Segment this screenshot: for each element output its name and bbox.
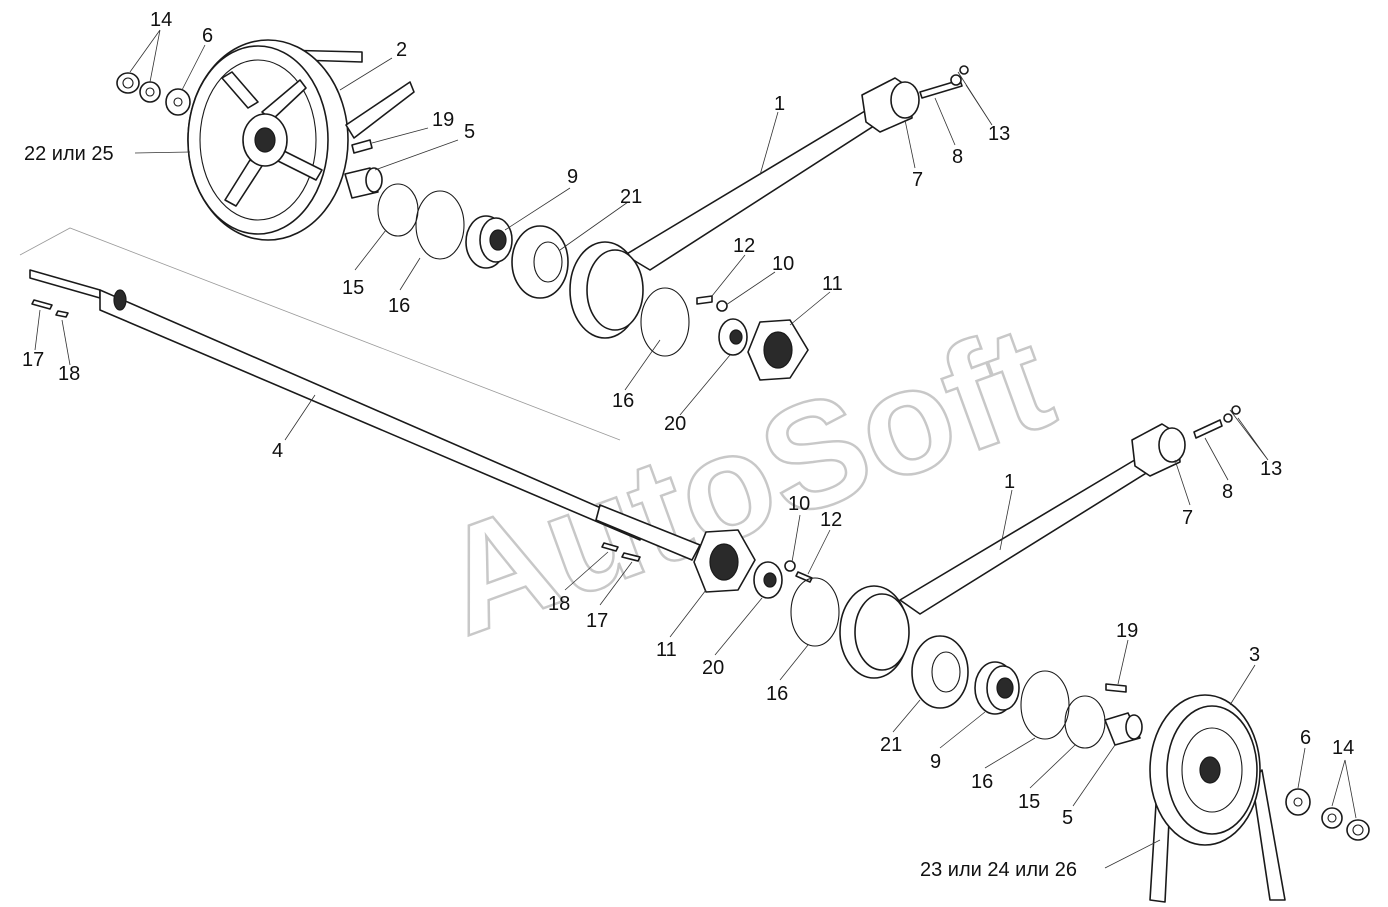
bearing-small-bottom	[753, 560, 813, 599]
bolt-top	[696, 295, 728, 312]
leader-lines	[34, 29, 1357, 869]
snap-ring-bottom-1	[790, 577, 840, 647]
seal-top	[511, 225, 569, 299]
label-5-bottom: 5	[1062, 807, 1073, 829]
label-23-or-24-or-26: 23 или 24 или 26	[920, 859, 1077, 881]
label-14-top: 14	[150, 9, 172, 31]
label-19-bottom: 19	[1116, 620, 1138, 642]
flange-bottom	[693, 529, 756, 593]
seal-bottom	[911, 635, 969, 709]
label-16-bottom-1: 16	[766, 683, 788, 705]
label-1-top: 1	[774, 93, 785, 115]
pulley-bottom	[1149, 694, 1286, 903]
label-16-mid: 16	[612, 390, 634, 412]
key-bottom	[1105, 683, 1127, 693]
label-6-top: 6	[202, 25, 213, 47]
label-16-top: 16	[388, 295, 410, 317]
keys-left	[31, 299, 69, 318]
shaft	[19, 227, 701, 561]
label-18-right: 18	[548, 593, 570, 615]
label-1-bottom: 1	[1004, 471, 1015, 493]
label-13-top: 13	[988, 123, 1010, 145]
label-7-bottom: 7	[1182, 507, 1193, 529]
arm-bottom	[839, 405, 1241, 679]
flange-top	[747, 319, 809, 381]
label-15-bottom: 15	[1018, 791, 1040, 813]
snap-ring-mid	[640, 287, 690, 357]
bushing-bottom	[1104, 712, 1143, 746]
label-16-bottom-2: 16	[971, 771, 993, 793]
snap-rings-top	[377, 183, 465, 260]
part-number-labels: 14 6 2 22 или 25 19 5 1 13 8 7 9 21 15 1…	[22, 9, 1354, 881]
label-9-bottom: 9	[930, 751, 941, 773]
label-5-top: 5	[464, 121, 475, 143]
label-20-top: 20	[664, 413, 686, 435]
nuts-bottom	[1285, 788, 1370, 841]
label-19-top: 19	[432, 109, 454, 131]
arm-top	[569, 65, 969, 339]
label-18-left: 18	[58, 363, 80, 385]
label-20-bottom: 20	[702, 657, 724, 679]
snap-rings-bottom	[1020, 670, 1106, 749]
label-12-top: 12	[733, 235, 755, 257]
label-2: 2	[396, 39, 407, 61]
label-17-right: 17	[586, 610, 608, 632]
bearing-small-top	[718, 318, 748, 356]
label-9-top: 9	[567, 166, 578, 188]
label-11-bottom: 11	[656, 639, 677, 661]
label-8-bottom: 8	[1222, 481, 1233, 503]
label-8-top: 8	[952, 146, 963, 168]
label-14-bottom: 14	[1332, 737, 1354, 759]
label-21-bottom: 21	[880, 734, 902, 756]
label-11-top: 11	[822, 273, 843, 295]
label-22-or-25: 22 или 25	[24, 143, 114, 165]
pulley-large-top	[187, 39, 415, 241]
nuts-top	[116, 72, 191, 116]
bearing-top	[465, 215, 513, 269]
label-7-top: 7	[912, 169, 923, 191]
label-21-top: 21	[620, 186, 642, 208]
label-15-top: 15	[342, 277, 364, 299]
bushing-top	[344, 167, 383, 199]
label-4: 4	[272, 440, 283, 462]
keys-right	[601, 542, 641, 562]
bearing-bottom	[974, 661, 1020, 715]
label-12-bottom: 12	[820, 509, 842, 531]
label-17-left: 17	[22, 349, 44, 371]
label-3: 3	[1249, 644, 1260, 666]
label-6-bottom: 6	[1300, 727, 1311, 749]
label-10-bottom: 10	[788, 493, 810, 515]
key-top	[351, 139, 373, 154]
label-10-top: 10	[772, 253, 794, 275]
label-13-bottom: 13	[1260, 458, 1282, 480]
